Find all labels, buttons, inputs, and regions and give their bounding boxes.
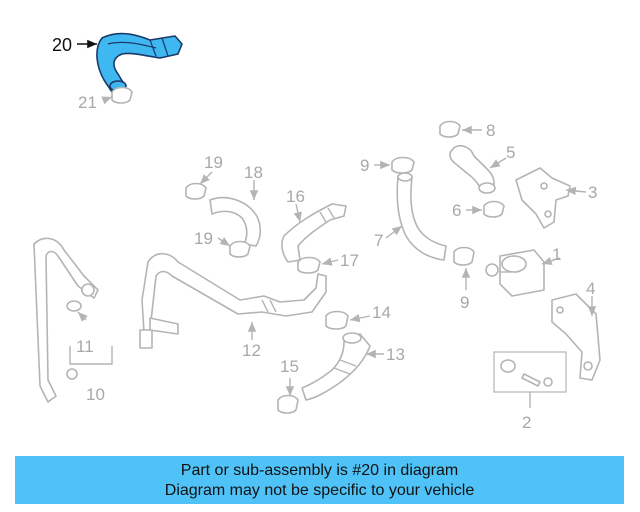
- banner-line-2: Diagram may not be specific to your vehi…: [164, 482, 475, 499]
- callout-9-top: 9: [360, 156, 369, 175]
- callout-15: 15: [280, 357, 299, 376]
- part-6-clamp[interactable]: [483, 200, 505, 218]
- part-11-grommet[interactable]: [66, 300, 82, 312]
- callout-20: 20: [52, 35, 72, 55]
- callout-12: 12: [242, 341, 261, 360]
- callout-21: 21: [78, 93, 97, 112]
- part-1-pump[interactable]: [485, 249, 545, 297]
- part-21-clamp[interactable]: [111, 86, 133, 104]
- callout-10: 10: [86, 385, 105, 404]
- part-15-clamp[interactable]: [277, 394, 299, 414]
- callout-5: 5: [506, 143, 515, 162]
- callout-7: 8: [486, 121, 495, 140]
- callout-9-bottom: 9: [460, 293, 469, 312]
- part-5-hose[interactable]: [449, 144, 496, 194]
- part-20-hose[interactable]: [96, 32, 183, 93]
- callout-13: 13: [386, 345, 405, 364]
- part-17-clamp[interactable]: [297, 256, 321, 274]
- part-12-pipe[interactable]: [139, 252, 327, 349]
- callout-11: 11: [76, 337, 94, 356]
- callout-14: 14: [372, 303, 391, 322]
- part-13-hose[interactable]: [301, 332, 371, 401]
- callout-8: 7: [374, 231, 383, 250]
- callout-19-top: 19: [204, 153, 223, 172]
- part-8-hose[interactable]: [396, 172, 447, 261]
- callout-3: 3: [588, 183, 597, 202]
- callout-17: 17: [340, 251, 359, 270]
- part-7-clamp[interactable]: [439, 120, 461, 138]
- callout-4: 4: [586, 279, 595, 298]
- part-9-clamp-top[interactable]: [391, 156, 415, 174]
- part-4-bracket[interactable]: [551, 293, 601, 381]
- part-9-clamp-bottom[interactable]: [453, 246, 475, 266]
- part-2-kit[interactable]: [493, 351, 567, 393]
- banner-line-1: Part or sub-assembly is #20 in diagram: [180, 462, 459, 479]
- callout-6: 6: [452, 201, 461, 220]
- part-19-clamp-bottom[interactable]: [229, 240, 251, 258]
- info-banner: Part or sub-assembly is #20 in diagram D…: [15, 456, 624, 504]
- callout-18: 18: [244, 163, 263, 182]
- callout-2: 2: [522, 413, 531, 432]
- part-14-clamp[interactable]: [325, 310, 349, 330]
- part-18-hose[interactable]: [209, 196, 262, 247]
- callout-19-bottom: 19: [194, 229, 213, 248]
- part-19-clamp-top[interactable]: [185, 182, 207, 200]
- callout-1: 1: [552, 245, 561, 264]
- part-10-pipe[interactable]: [33, 237, 99, 403]
- callout-16: 16: [286, 187, 305, 206]
- part-3-bracket[interactable]: [515, 167, 571, 229]
- parts-diagram: 20 21 8 5 6 3 9 7 9: [33, 32, 601, 432]
- part-16-hose[interactable]: [281, 203, 347, 263]
